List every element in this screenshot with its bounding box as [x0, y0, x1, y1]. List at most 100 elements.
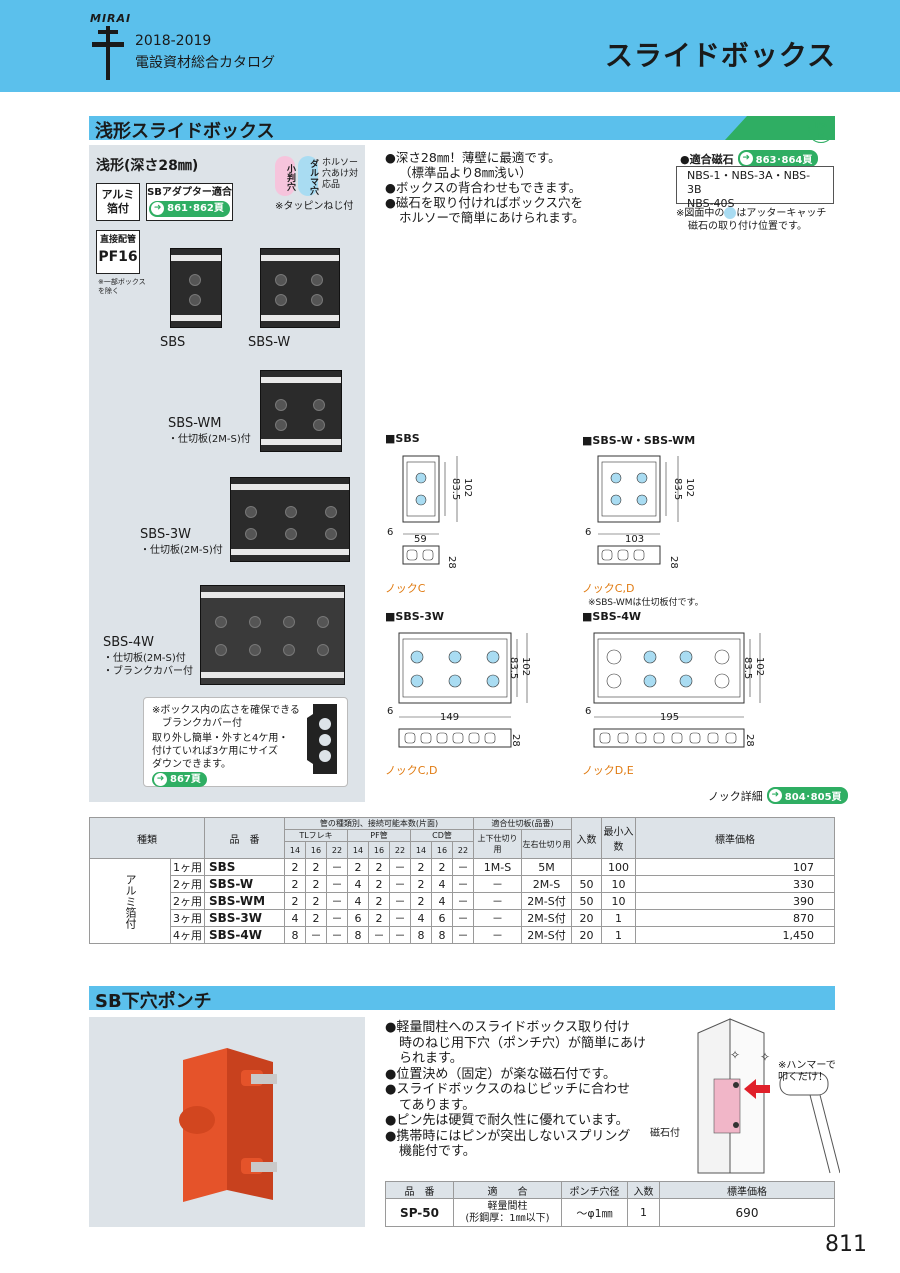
- cell-price: 690: [659, 1198, 835, 1227]
- spec-table-slide-box: 種類 品 番 管の種類別、接続可能本数(片面) 適合仕切板(品番) 入数 最小入…: [89, 817, 835, 944]
- cell-updown: －: [473, 909, 522, 927]
- sbs-dim-h1: 83.5: [450, 478, 461, 501]
- feature-list: ●深さ28㎜！薄壁に最適です。 （標準品より8㎜浅い） ●ボックスの背合わせもで…: [385, 150, 585, 225]
- spec-table-punch: 品 番 適 合 ポンチ穴径 入数 標準価格 SP-50 軽量間柱 (形鋼厚：1㎜…: [385, 1181, 835, 1227]
- cell-count: 4: [431, 892, 453, 910]
- pill-oval-hole: 小判穴: [275, 156, 295, 196]
- sub-title-depth: 浅形(深さ28㎜): [96, 158, 199, 174]
- th-size: 22: [452, 841, 474, 859]
- tag-aluminum-foil: アルミ箔付: [96, 183, 140, 221]
- sbs-4w-dim-h1: 83.5: [742, 657, 753, 680]
- cell-count: 2: [305, 875, 327, 893]
- arrow-right-icon: ➜: [768, 789, 782, 802]
- cell-leftright: 2M-S付: [521, 892, 572, 910]
- th-cd: CD管: [410, 829, 474, 842]
- cell-min: 1: [601, 909, 636, 927]
- cell-type: 2ヶ用: [170, 875, 205, 893]
- cell-count: 2: [305, 858, 327, 876]
- cell-count: －: [389, 909, 411, 927]
- cell-leftright: 2M-S付: [521, 926, 572, 944]
- sbs-w-dim-e: 6: [585, 527, 592, 538]
- cell-type: 3ヶ用: [170, 909, 205, 927]
- adapter-ref-chip[interactable]: ➜861･862頁: [149, 200, 230, 217]
- cell-code: SBS-3W: [204, 909, 285, 927]
- holesaw-compatible: ホルソー穴あけ対応品: [322, 158, 359, 190]
- magnet-ref-chip[interactable]: ➜863･864頁: [737, 150, 819, 167]
- cell-qty: [571, 858, 602, 876]
- th-size: 22: [389, 841, 411, 859]
- cell-price: 870: [635, 909, 835, 927]
- photo-sbs: [170, 248, 222, 328]
- cell-updown: －: [473, 892, 522, 910]
- cell-count: －: [389, 858, 411, 876]
- cell-count: 4: [431, 875, 453, 893]
- knock-ref-chip[interactable]: ➜804･805頁: [766, 787, 848, 804]
- arrow-right-icon: ➜: [154, 773, 167, 786]
- catalog-name: 電設資材総合カタログ: [135, 55, 275, 71]
- cell-count: 2: [368, 909, 390, 927]
- cell-price: 390: [635, 892, 835, 910]
- label-sbs: SBS: [160, 335, 186, 350]
- photo-sbs-w: [260, 248, 340, 328]
- section-title: SB下穴ポンチ: [95, 991, 212, 1012]
- cell-type: 2ヶ用: [170, 892, 205, 910]
- sbs-dim-e: 6: [387, 527, 394, 538]
- diagram-sbs-w: [597, 455, 679, 565]
- cell-count: －: [326, 909, 348, 927]
- diagram-sbs-3w: [398, 632, 528, 748]
- cell-count: 2: [368, 858, 390, 876]
- sbs-3w-dim-d: 28: [510, 734, 521, 747]
- cell-count: －: [368, 926, 390, 944]
- note-sbs-4w: ・仕切板(2M-S)付 ・ブランクカバー付: [103, 653, 193, 677]
- sbs-4w-dim-e: 6: [585, 706, 592, 717]
- cell-count: 4: [347, 892, 369, 910]
- cell-count: 2: [284, 875, 306, 893]
- sbs-dim-w: 59: [414, 534, 427, 545]
- cell-count: －: [452, 926, 474, 944]
- svg-text:✧: ✧: [730, 1048, 740, 1062]
- sbs-4w-knock: ノックD,E: [582, 764, 634, 777]
- cell-code: SBS-4W: [204, 926, 285, 944]
- cell-count: －: [452, 892, 474, 910]
- diagram-title-sbs-4w: ■SBS-4W: [582, 610, 641, 623]
- arrow-right-icon: ➜: [739, 152, 753, 165]
- th-size: 16: [431, 841, 453, 859]
- th-size: 16: [305, 841, 327, 859]
- knock-detail: ノック詳細 ➜804･805頁: [708, 787, 848, 804]
- sbs-w-dim-d: 28: [668, 556, 679, 569]
- mirai-logo-icon: [92, 26, 124, 80]
- th-price: 標準価格: [635, 817, 835, 859]
- note-sbs-3w: ・仕切板(2M-S)付: [140, 545, 223, 556]
- sbs-4w-dim-d: 28: [744, 734, 755, 747]
- punch-photo: [179, 1048, 277, 1202]
- cell-count: －: [452, 858, 474, 876]
- th-qty: 入数: [627, 1181, 660, 1199]
- cell-count: 2: [284, 858, 306, 876]
- cell-count: 8: [347, 926, 369, 944]
- tag-sb-adapter: SBアダプター適合 ➜861･862頁: [146, 183, 233, 221]
- section-title: 浅形スライドボックス: [95, 121, 275, 142]
- th-size: 16: [368, 841, 390, 859]
- sbs-knock: ノックC: [385, 582, 426, 595]
- cell-dia: ～φ1㎜: [561, 1198, 628, 1227]
- photo-sbs-wm: [260, 370, 342, 452]
- cell-group: アルミ箔付: [89, 858, 171, 944]
- page-header: MIRAI 2018-2019 電設資材総合カタログ スライドボックス: [0, 0, 900, 92]
- cell-count: 2: [368, 875, 390, 893]
- magnet-note: ※図面中のはアッターキャッチ 磁石の取り付け位置です。: [676, 207, 827, 232]
- callout-ref-chip[interactable]: ➜867頁: [152, 772, 207, 787]
- label-sbs-4w: SBS-4W: [103, 635, 155, 650]
- pill-daruma-hole: ダルマ穴: [298, 156, 318, 196]
- sbs-3w-dim-e: 6: [387, 706, 394, 717]
- cell-count: 2: [410, 875, 432, 893]
- cell-min: 100: [601, 858, 636, 876]
- magnet-models-box: NBS-1・NBS-3A・NBS-3B NBS-40S: [676, 166, 834, 210]
- note-sbs-wm: ・仕切板(2M-S)付: [168, 434, 251, 445]
- cell-count: －: [326, 892, 348, 910]
- sbs-w-note: ※SBS-WMは仕切板付です。: [588, 598, 704, 608]
- sbs-4w-dim-h2: 102: [754, 657, 765, 677]
